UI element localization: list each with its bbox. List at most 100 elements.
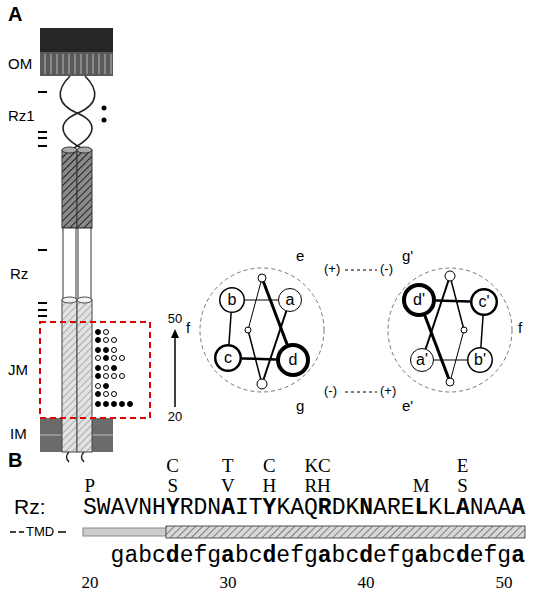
heptad-letter: b	[228, 292, 237, 308]
heptad-letter: c	[224, 350, 232, 366]
heptad-letter: a'	[416, 352, 428, 368]
mutation-letter: M	[413, 476, 430, 495]
residue-letter: a	[221, 543, 235, 569]
mutation-letter: C	[166, 456, 179, 475]
residue-letter: A	[484, 495, 498, 521]
helix-link-line	[436, 301, 470, 302]
mutation-dots	[112, 392, 117, 397]
residue-letter: R	[318, 495, 332, 521]
mutation-dots	[112, 356, 117, 361]
residue-letter: c	[442, 543, 456, 569]
mutation-dots	[104, 356, 109, 361]
outer-membrane	[74, 54, 76, 74]
circle-outline	[404, 285, 434, 315]
residue-letter: E	[401, 495, 415, 521]
outer-membrane	[50, 54, 52, 74]
mutation-dots	[96, 374, 101, 379]
mutation-dots	[104, 338, 109, 343]
heptad-letter: b'	[474, 352, 486, 368]
heptad-position-circle: a'	[410, 348, 434, 372]
mutation-dots	[96, 330, 101, 335]
residue-letter: N	[359, 495, 373, 521]
residue-letter: a	[124, 543, 138, 569]
residue-letter: A	[497, 495, 511, 521]
charge-sign: (+)	[380, 384, 396, 397]
rz-helix-lower	[62, 297, 77, 303]
residue-letter: d	[456, 543, 470, 569]
mutation-dots	[96, 366, 101, 371]
residue-letter: f	[290, 543, 304, 569]
residue-letter: b	[235, 543, 249, 569]
heptad-label: e	[296, 248, 304, 263]
domain-label: JM	[8, 362, 28, 377]
marker-dots	[102, 106, 107, 111]
helical-wheel	[245, 327, 251, 333]
position-dashes	[38, 137, 47, 139]
mutation-dots	[104, 330, 109, 335]
helical-wheel	[450, 276, 464, 330]
residue-letter: A	[456, 495, 470, 521]
residue-number: 20	[168, 410, 182, 423]
circle-outline	[278, 345, 308, 375]
mutation-dots	[96, 384, 101, 389]
heptad-label: g'	[402, 248, 413, 263]
residue-letter: S	[83, 495, 97, 521]
domain-label: Rz	[10, 266, 28, 281]
helix-link-line	[229, 313, 231, 344]
rz-tube	[63, 228, 76, 300]
residue-letter: R	[180, 495, 194, 521]
residue-letter: e	[276, 543, 290, 569]
helical-wheel	[200, 268, 512, 392]
residue-letter: L	[442, 495, 456, 521]
heptad-position-circle: c	[214, 344, 242, 372]
residue-letter: e	[470, 543, 484, 569]
residue-letter: f	[484, 543, 498, 569]
residue-letter: Y	[263, 495, 277, 521]
helical-wheel	[200, 268, 324, 392]
mutation-dots	[96, 392, 101, 397]
position-dashes	[38, 92, 47, 316]
rz-tube	[63, 228, 91, 300]
mutation-dots	[104, 374, 109, 379]
circle-outline	[279, 289, 302, 312]
helix-link-line	[481, 316, 483, 347]
rz-helix-top	[62, 150, 77, 228]
mutation-letter: V	[221, 476, 235, 495]
residue-letter: c	[249, 543, 263, 569]
residue-letter: L	[415, 495, 429, 521]
panel-letter: B	[8, 450, 22, 470]
membrane-label: IM	[10, 426, 27, 441]
heptad-position-circle: d	[276, 343, 310, 377]
heptad-label: f	[186, 320, 190, 335]
position-dashes	[38, 145, 47, 147]
mutation-dots	[120, 402, 125, 407]
outer-membrane	[86, 54, 88, 74]
residue-letter: f	[387, 543, 401, 569]
residue-letter: b	[332, 543, 346, 569]
residue-letter: d	[166, 543, 180, 569]
outer-membrane	[62, 54, 64, 74]
mutation-dots	[120, 356, 125, 361]
heptad-position-circle: c'	[470, 288, 498, 316]
residue-letter: A	[290, 495, 304, 521]
residue-letter: a	[414, 543, 428, 569]
mutation-letter: S	[167, 476, 178, 495]
circle-outline	[411, 349, 434, 372]
residue-letter: A	[373, 495, 387, 521]
outer-membrane	[45, 54, 111, 74]
residue-letter: H	[152, 495, 166, 521]
mutation-dots	[112, 338, 117, 343]
helical-wheel	[258, 274, 266, 282]
residue-letter: A	[111, 495, 125, 521]
tmd-bar	[58, 531, 66, 533]
mutation-letter: KC	[304, 456, 330, 475]
outer-membrane	[98, 54, 100, 74]
residue-letter: K	[345, 495, 359, 521]
cytoplasmic-tail	[82, 452, 85, 462]
mutation-dots	[104, 392, 109, 397]
residue-letter: c	[152, 543, 166, 569]
mutation-dots	[104, 384, 109, 389]
rz-helix-lower	[62, 297, 92, 452]
mutation-dots	[104, 402, 109, 407]
